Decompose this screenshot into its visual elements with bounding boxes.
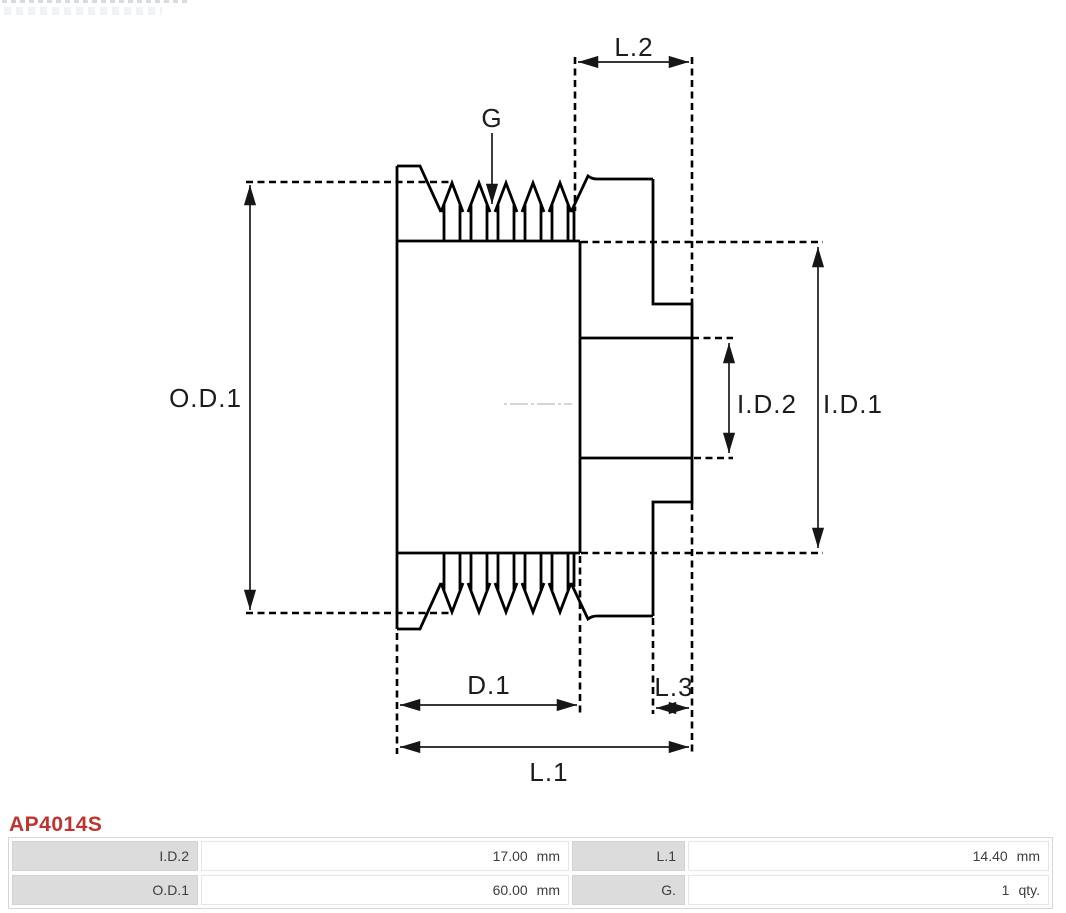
- extension-lines: [246, 57, 823, 754]
- groove-top-right-slant: [569, 173, 653, 213]
- groove-teeth-bottom: [439, 582, 573, 616]
- spec-value-od1: 60.00 mm: [201, 875, 569, 905]
- page-edge-artifact: [2, 0, 190, 3]
- pulley-outline: [395, 164, 694, 631]
- dim-l3-label: L.3: [654, 672, 693, 702]
- spec-value-unit: mm: [1016, 848, 1040, 864]
- spec-value-unit: mm: [536, 848, 560, 864]
- groove-walls-bottom: [442, 553, 576, 590]
- dim-g-label: G: [481, 103, 502, 133]
- dim-l2-label: L.2: [614, 32, 653, 62]
- spec-value-g: 1 qty.: [688, 875, 1049, 905]
- spec-value-number: 1: [1001, 882, 1010, 898]
- spec-label-id2: I.D.2: [12, 841, 198, 871]
- spec-value-unit: mm: [536, 882, 560, 898]
- spec-label-text: O.D.1: [152, 882, 189, 898]
- dim-id1-label: I.D.1: [823, 389, 883, 419]
- pulley-technical-drawing: L.2 G O.D.1 I.D.2 I.D.1 D.1 L.3 L.1: [169, 32, 883, 787]
- spec-value-number: 60.00: [492, 882, 528, 898]
- spec-label-text: L.1: [656, 848, 676, 864]
- spec-value-number: 14.40: [972, 848, 1008, 864]
- groove-top-left-slant: [397, 164, 443, 213]
- groove-bottom-left-slant: [397, 582, 443, 631]
- spec-label-text: I.D.2: [159, 848, 189, 864]
- spec-label-l1: L.1: [572, 841, 685, 871]
- spec-value-number: 17.00: [492, 848, 528, 864]
- dim-id2-label: I.D.2: [737, 389, 797, 419]
- groove-bottom-right-slant: [569, 582, 653, 622]
- spec-value-id2: 17.00 mm: [201, 841, 569, 871]
- dimension-arrows: [243, 55, 825, 754]
- hub-outline: [651, 179, 694, 616]
- spec-table: I.D.2 17.00 mm L.1 14.40 mm O.D.1 60.00 …: [8, 837, 1053, 909]
- spec-value-unit: qty.: [1018, 882, 1040, 898]
- dim-d1-label: D.1: [467, 670, 510, 700]
- spec-label-g: G.: [572, 875, 685, 905]
- spec-label-od1: O.D.1: [12, 875, 198, 905]
- spec-label-text: G.: [661, 882, 676, 898]
- page-edge-artifact-faint: [4, 7, 162, 15]
- dim-l1-label: L.1: [529, 757, 568, 787]
- spec-value-l1: 14.40 mm: [688, 841, 1049, 871]
- groove-walls-top: [442, 205, 576, 241]
- part-code: AP4014S: [9, 813, 103, 836]
- dim-od1-label: O.D.1: [169, 383, 242, 413]
- groove-teeth-top: [439, 179, 573, 213]
